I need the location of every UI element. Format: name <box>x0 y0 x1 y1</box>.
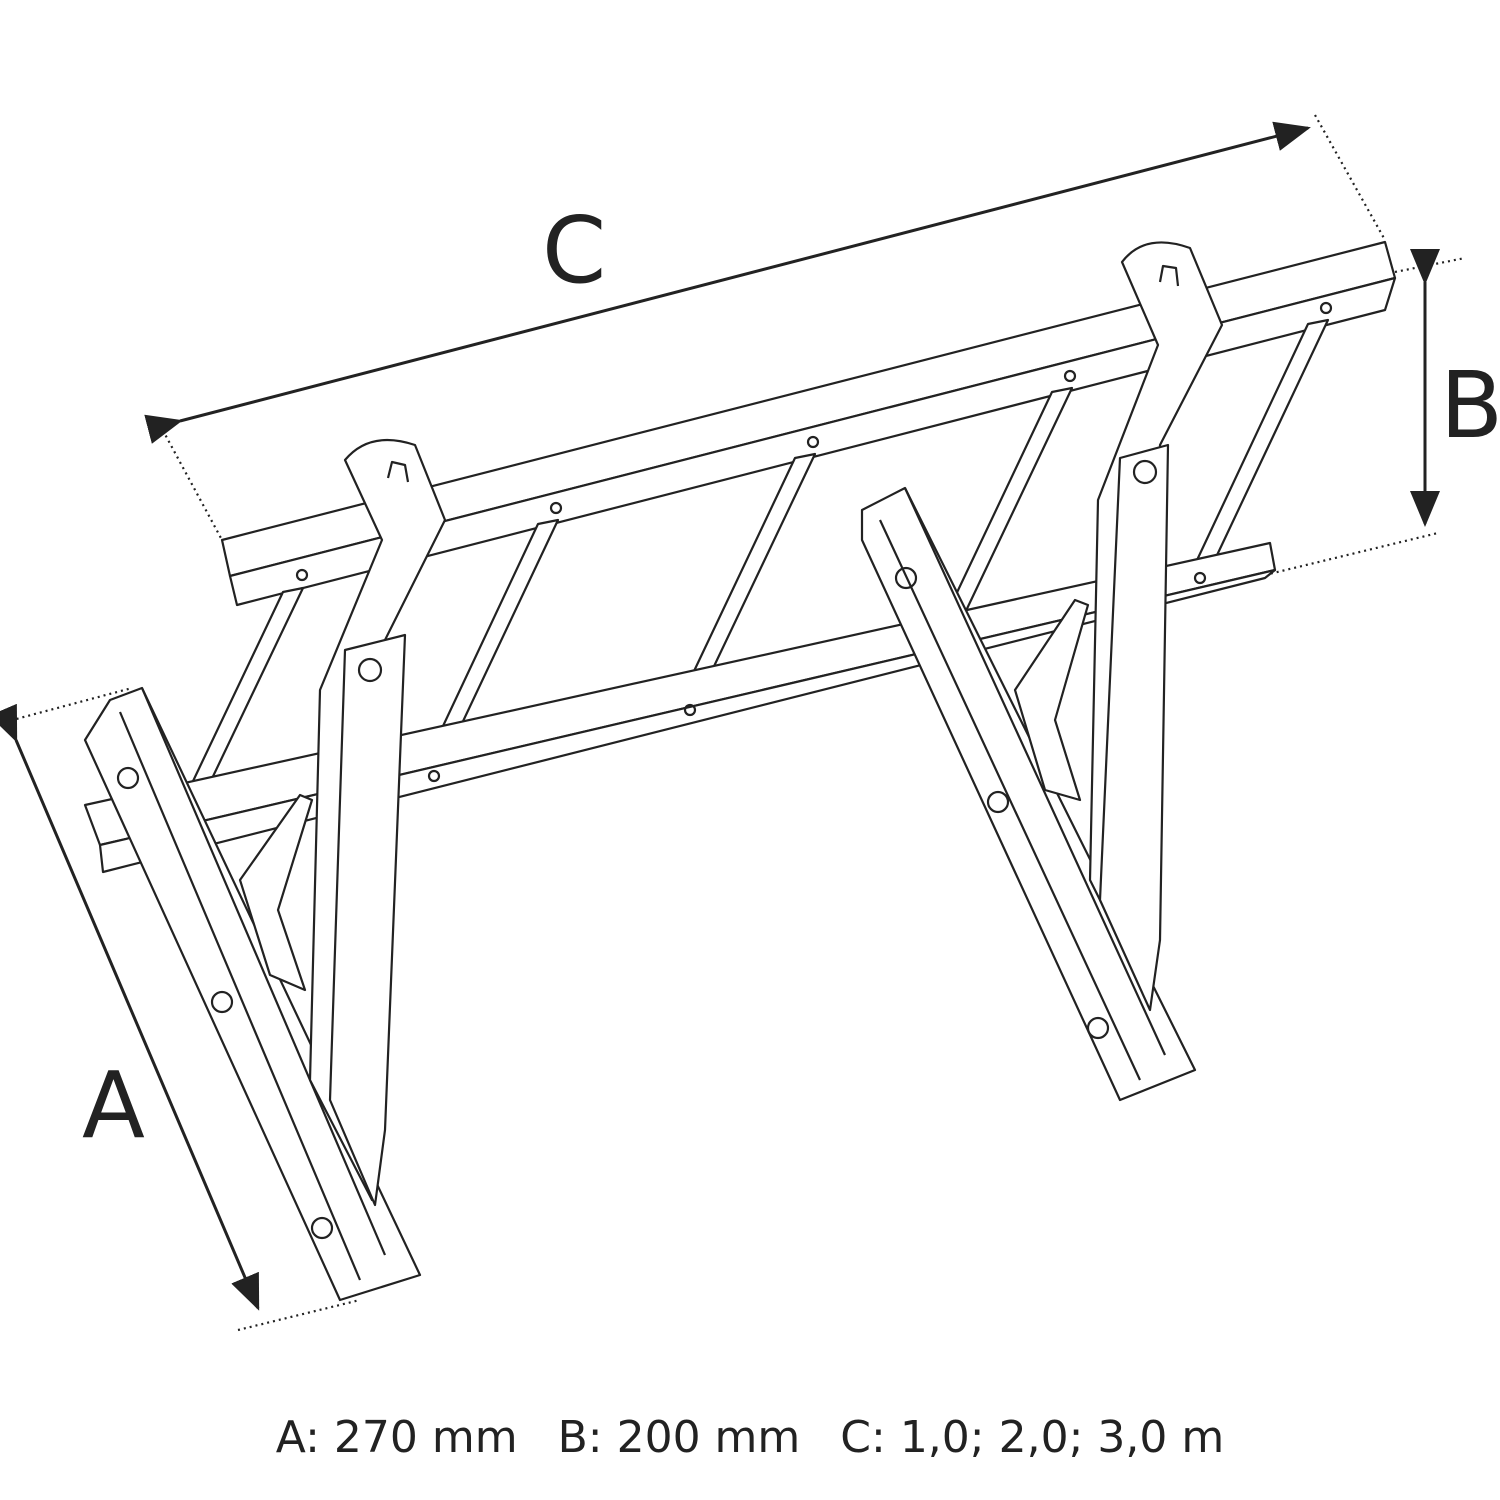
cross-struts <box>163 318 1330 842</box>
dimension-b-label: B <box>1440 352 1500 459</box>
dimension-a <box>0 686 361 1332</box>
dimension-c <box>144 114 1386 541</box>
right-bracket <box>860 241 1224 1102</box>
dimension-a-label: A <box>82 1052 145 1159</box>
dimension-c-label: C <box>542 197 607 304</box>
caption-b: B: 200 mm <box>557 1412 801 1463</box>
dimension-b <box>1264 249 1466 577</box>
caption-a: A: 270 mm <box>275 1412 518 1463</box>
top-rail <box>220 240 1397 607</box>
dimensions-caption: A: 270 mm B: 200 mm C: 1,0; 2,0; 3,0 m <box>0 1410 1500 1466</box>
left-bracket <box>83 438 447 1302</box>
caption-c: C: 1,0; 2,0; 3,0 m <box>840 1412 1225 1463</box>
